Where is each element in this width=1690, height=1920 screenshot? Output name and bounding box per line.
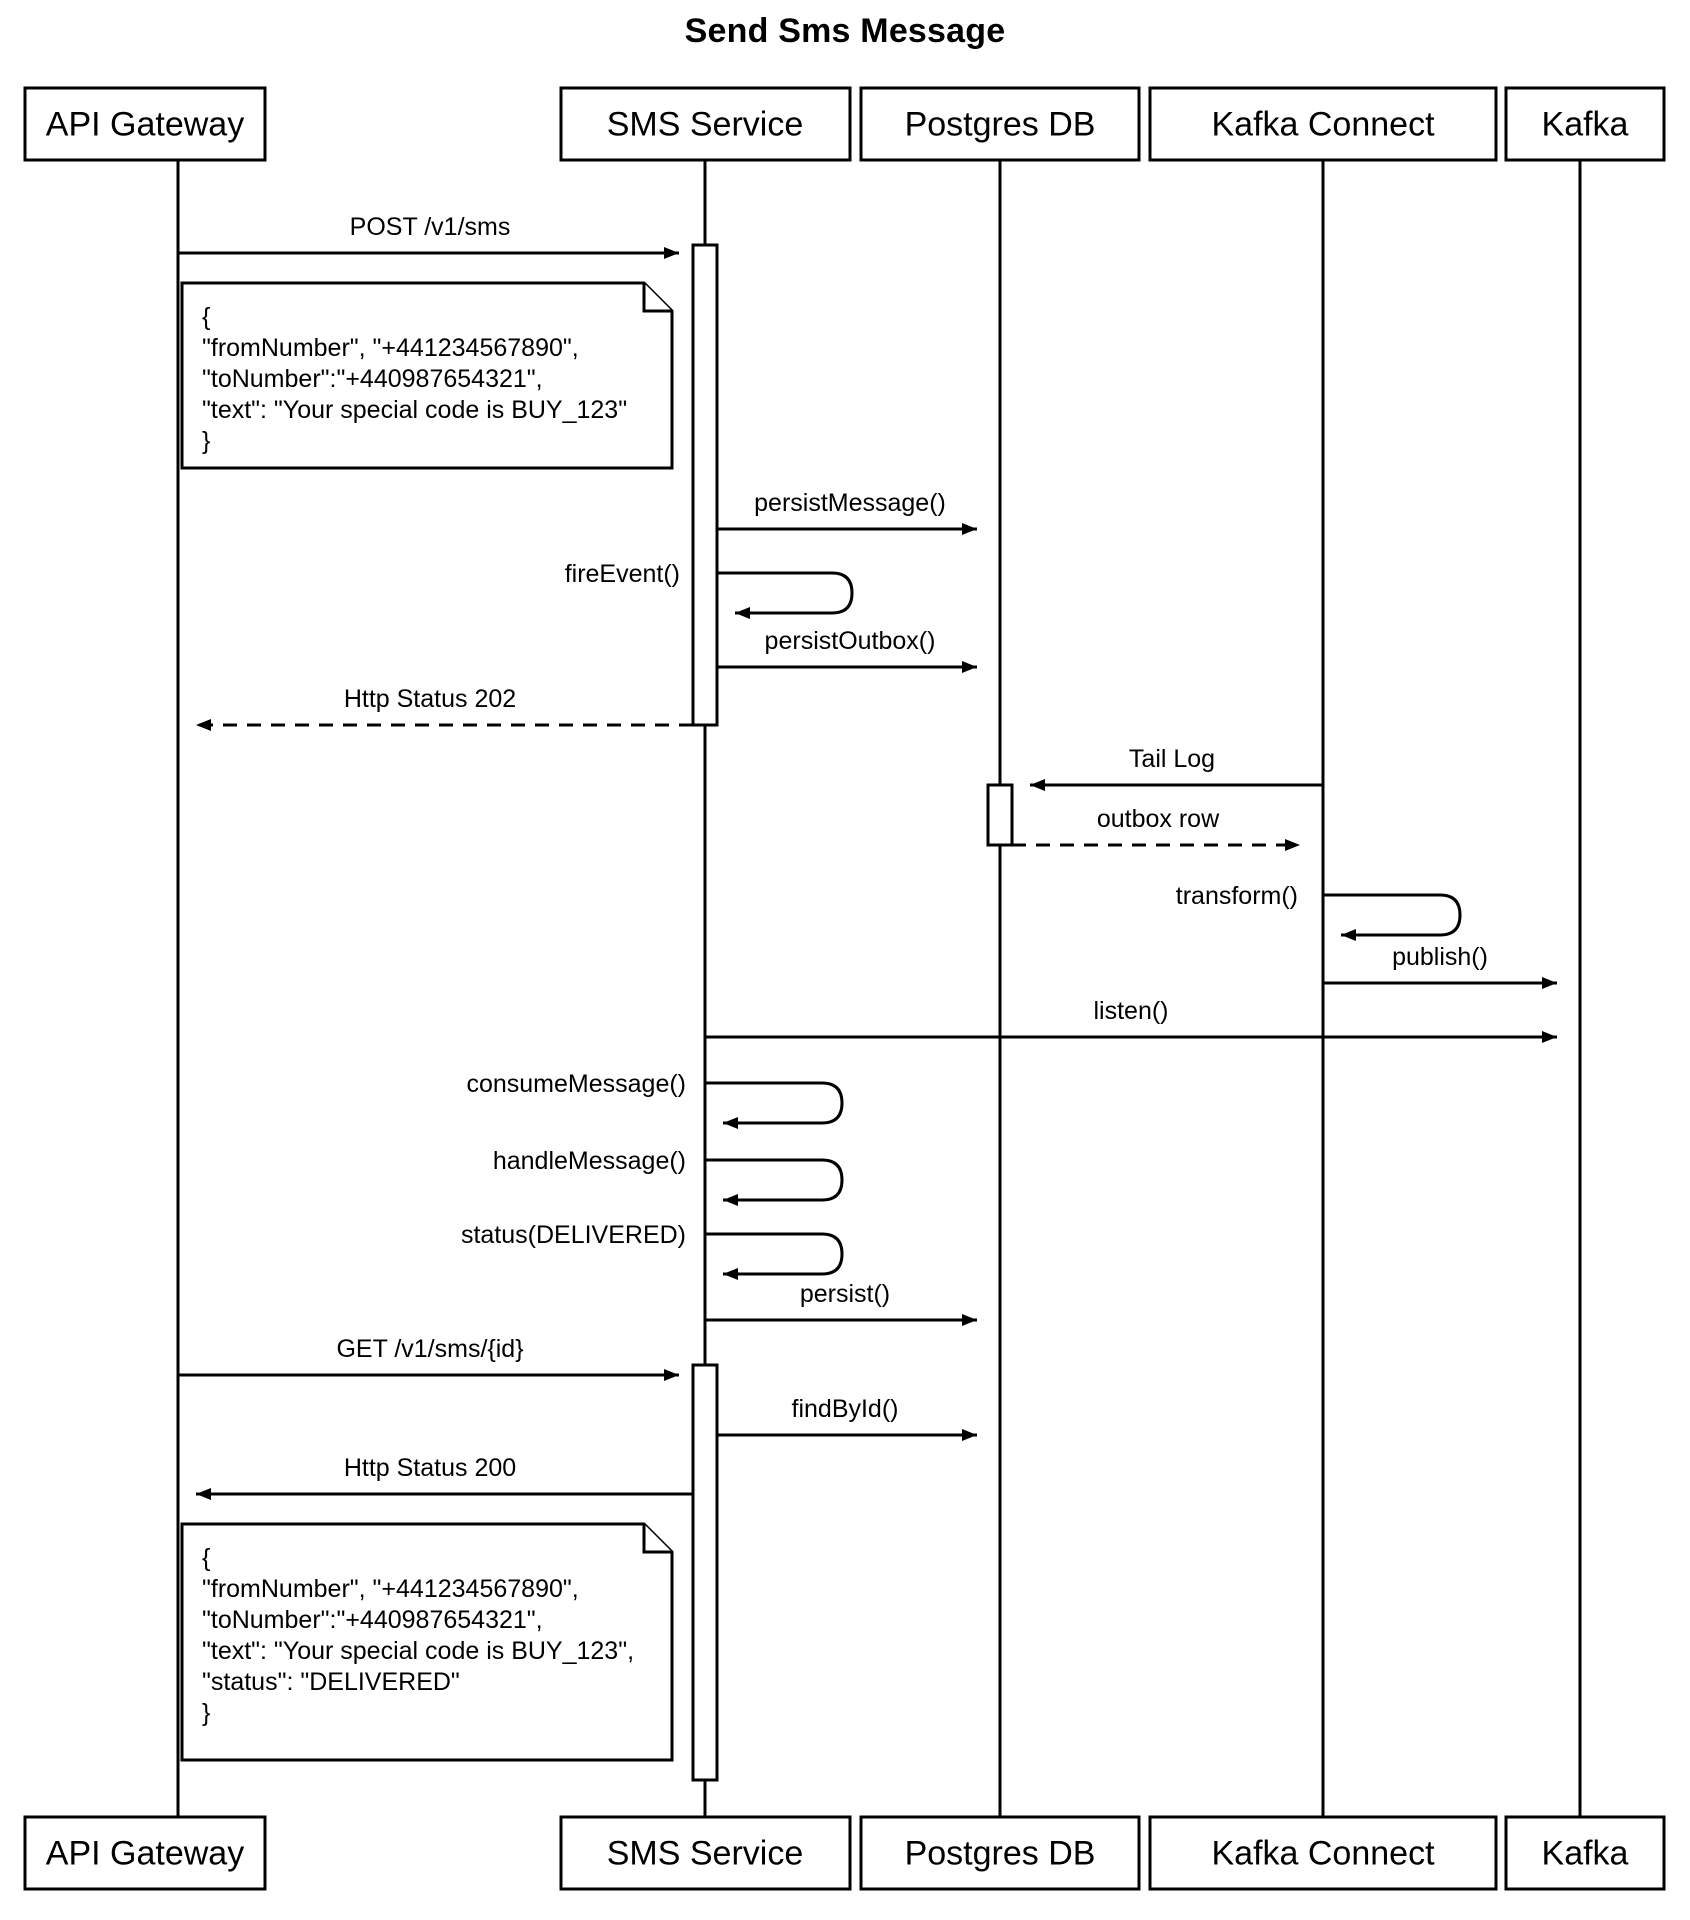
message-line-m12: [705, 1158, 844, 1206]
participant-box-db-bottom: [859, 1815, 1141, 1891]
activation-sms-1: [691, 243, 719, 727]
message-label-m9: publish(): [1392, 943, 1488, 971]
note-fold-response: [642, 1524, 672, 1554]
message-label-m8: transform(): [1175, 882, 1298, 910]
participant-box-db-top: [859, 86, 1141, 162]
message-label-m2: persistMessage(): [754, 489, 946, 517]
message-label-m3: fireEvent(): [564, 560, 680, 588]
message-label-m10: listen(): [1093, 997, 1169, 1025]
participant-label-api-bottom: API Gateway: [45, 1834, 245, 1873]
message-label-m17: Http Status 200: [343, 1454, 517, 1482]
participant-label-sms-top: SMS Service: [606, 105, 804, 144]
participant-label-api-top: API Gateway: [45, 105, 245, 144]
note-request-text: { "fromNumber", "+441234567890", "toNumb…: [202, 303, 628, 455]
participant-box-sms-top: [559, 86, 852, 162]
participant-box-api-bottom: [23, 1815, 267, 1891]
message-label-m5: Http Status 202: [343, 685, 517, 713]
message-label-m6: Tail Log: [1128, 745, 1216, 773]
diagram-title: Send Sms Message: [684, 12, 1006, 50]
message-label-m4: persistOutbox(): [764, 627, 936, 655]
note-shape-request: [180, 281, 674, 470]
activation-sms-2: [691, 1363, 719, 1782]
message-label-m16: findById(): [791, 1395, 899, 1423]
participant-box-api-top: [23, 86, 267, 162]
participant-label-kafka-top: Kafka: [1541, 105, 1629, 144]
note-response-text: { "fromNumber", "+441234567890", "toNumb…: [202, 1544, 635, 1727]
message-label-m13: status(DELIVERED): [460, 1221, 686, 1249]
participant-label-kafka-bottom: Kafka: [1541, 1834, 1629, 1873]
participant-box-sms-bottom: [559, 1815, 852, 1891]
participant-label-db-bottom: Postgres DB: [904, 1834, 1096, 1873]
participant-label-kc-top: Kafka Connect: [1211, 105, 1435, 144]
message-label-m7: outbox row: [1096, 805, 1220, 833]
participant-label-db-top: Postgres DB: [904, 105, 1096, 144]
message-label-m1: POST /v1/sms: [349, 213, 511, 241]
participant-label-sms-bottom: SMS Service: [606, 1834, 804, 1873]
participant-label-kc-bottom: Kafka Connect: [1211, 1834, 1435, 1873]
participant-box-kafka-bottom: [1504, 1815, 1666, 1891]
message-line-m3: [717, 571, 854, 619]
participant-box-kc-bottom: [1148, 1815, 1498, 1891]
note-fold-request: [642, 283, 672, 313]
participant-box-kafka-top: [1504, 86, 1666, 162]
message-line-m11: [705, 1081, 844, 1129]
activation-db-1: [986, 783, 1014, 847]
message-label-m11: consumeMessage(): [466, 1070, 686, 1098]
message-line-m8: [1323, 893, 1462, 941]
note-shape-response: [180, 1522, 674, 1762]
message-label-m15: GET /v1/sms/{id}: [336, 1335, 524, 1363]
message-line-m13: [705, 1232, 844, 1280]
message-label-m12: handleMessage(): [492, 1147, 686, 1175]
message-label-m14: persist(): [799, 1280, 891, 1308]
